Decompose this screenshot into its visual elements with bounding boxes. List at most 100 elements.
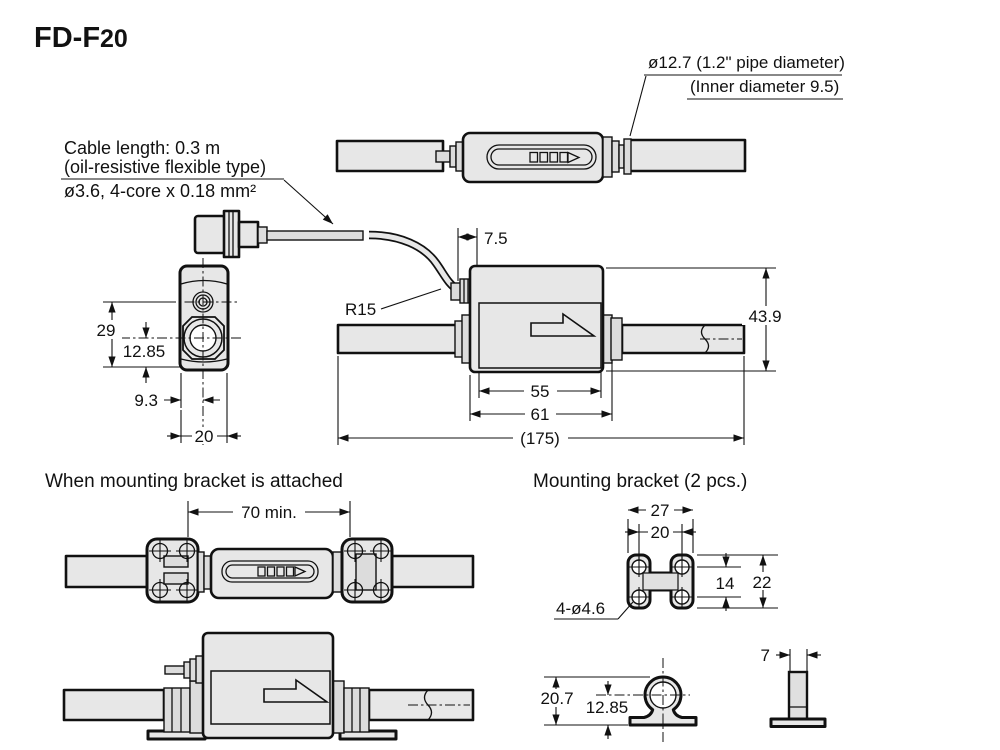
dim-body-width-outer: 61 [469,363,613,424]
nut [623,138,632,175]
pipe-left [62,688,166,722]
pipe-left [335,139,445,173]
cable-connector-pin [164,665,186,675]
sensor-body-side [201,631,335,740]
dim-20-label: 20 [195,427,214,446]
sensor-body [209,547,335,600]
collar [611,140,620,173]
page-title-suffix: 20 [100,25,128,53]
dim-207-label: 20.7 [540,689,573,708]
dim-end-height: 29 [92,301,181,368]
dim-439-label: 43.9 [748,307,781,326]
mounting-bracket-top-view: 27 20 14 [554,501,778,620]
flow-direction-arrow-icon [530,312,597,337]
top-assembly-view: ø12.7 (1.2" pipe diameter) (Inner diamet… [335,53,845,184]
bracket-screws [149,540,392,601]
bracket-attached-top-view [64,537,475,604]
indicator-window-outer [221,560,319,583]
indicator-window-outer [486,144,597,170]
page-title: FD-F20 [34,22,128,54]
dim-bracket-outer-width: 27 [627,501,694,553]
cable-connector-pin [435,150,451,163]
pipe-diameter-label-line1: ø12.7 (1.2" pipe diameter) [648,53,845,72]
dim-14-label: 14 [716,574,735,593]
bracket-attached-heading: When mounting bracket is attached [45,471,343,492]
dim-clip-center: 12.85 [586,681,629,739]
collar [332,680,345,734]
dim-55-label: 55 [531,382,550,401]
sensor-body-side-view [468,264,605,374]
cable-note: Cable length: 0.3 m (oil-resistive flexi… [61,138,334,225]
sensor-body-top-view [461,131,605,184]
dim-bracket-hole-pitch-h: 20 [625,523,696,561]
plug-neck [237,220,260,249]
clip-profile-stem [787,670,809,722]
dim-1285-label: 12.85 [123,342,166,361]
dim-27-label: 27 [651,501,670,520]
label-leader-line [629,75,647,137]
dim-bracket-holes-callout: 4-ø4.6 [554,599,634,620]
clamp [163,572,189,585]
page-title-prefix: FD-F [34,22,100,54]
bracket-left [145,537,200,604]
nut [610,317,623,361]
pipe-left [336,323,459,355]
flow-direction-arrow-icon [263,678,330,703]
clip-profile-base [769,717,827,728]
cable-note-leader [283,179,334,225]
pipe-right [628,138,747,173]
cable-note-line1: Cable length: 0.3 m [64,138,220,158]
flow-direction-arrow-icon [294,565,307,578]
mounting-bracket-heading: Mounting bracket (2 pcs.) [533,471,747,492]
plug-body [193,214,227,255]
r15-leader [380,288,442,310]
bracket-attached-side-view [62,631,475,741]
dim-175-label: (175) [520,429,560,448]
plug-flange [222,209,241,259]
pipe-diameter-label-line2: (Inner diameter 9.5) [690,77,839,96]
dim-bracket-outer-height: 22 [697,554,778,609]
dim-29-label: 29 [97,321,116,340]
label-panel [210,670,331,725]
dim-r15-label: R15 [345,300,376,319]
dim-93-label: 9.3 [134,391,158,410]
cable-plug-and-cable [193,209,461,294]
cable-straight [266,230,364,241]
mounting-bracket-clip-view: 20.7 12.85 [534,658,698,742]
dim-end-port-center: 12.85 [123,322,166,383]
end-view: 29 12.85 9.3 20 [92,258,242,446]
dim-75-label: 7.5 [484,229,508,248]
collar [602,136,613,178]
cable-note-line3: ø3.6, 4-core x 0.18 mm² [64,181,256,201]
dim-end-width: 20 [167,373,241,446]
collar [618,144,625,169]
dim-1285-clip-label: 12.85 [586,698,629,717]
bracket-attached-section: When mounting bracket is attached 70 min… [45,471,475,741]
dim-bracket-hole-pitch-v: 14 [697,553,741,611]
pipe-right [390,554,475,589]
dim-bracket-clearance: 70 min. [187,501,351,537]
dim-4o46-label: 4-ø4.6 [556,599,605,618]
flow-direction-arrow-icon [567,151,581,164]
collar [189,680,204,734]
indicator-window-inner [490,148,593,166]
pipe-left [64,554,150,589]
main-side-view: 7.5 R15 43.9 55 61 [336,228,790,448]
dim-connector-offset: 7.5 [457,228,508,281]
gland-ring [449,145,457,168]
label-panel [478,302,602,369]
mounting-bracket-section: Mounting bracket (2 pcs.) [533,471,827,742]
indicator-window-inner [225,564,315,579]
dim-end-center-offset: 9.3 [134,373,220,410]
dim-22-label: 22 [753,573,772,592]
indicator-segments [529,151,581,164]
cable-curve [368,232,460,293]
clamp [163,555,189,568]
dim-body-width: 55 [478,372,602,401]
bracket-center-pad [642,572,679,591]
cable-note-line2: (oil-resistive flexible type) [64,157,266,177]
dim-61-label: 61 [531,405,550,424]
dim-7-label: 7 [761,646,770,665]
dim-20-bracket-label: 20 [651,523,670,542]
